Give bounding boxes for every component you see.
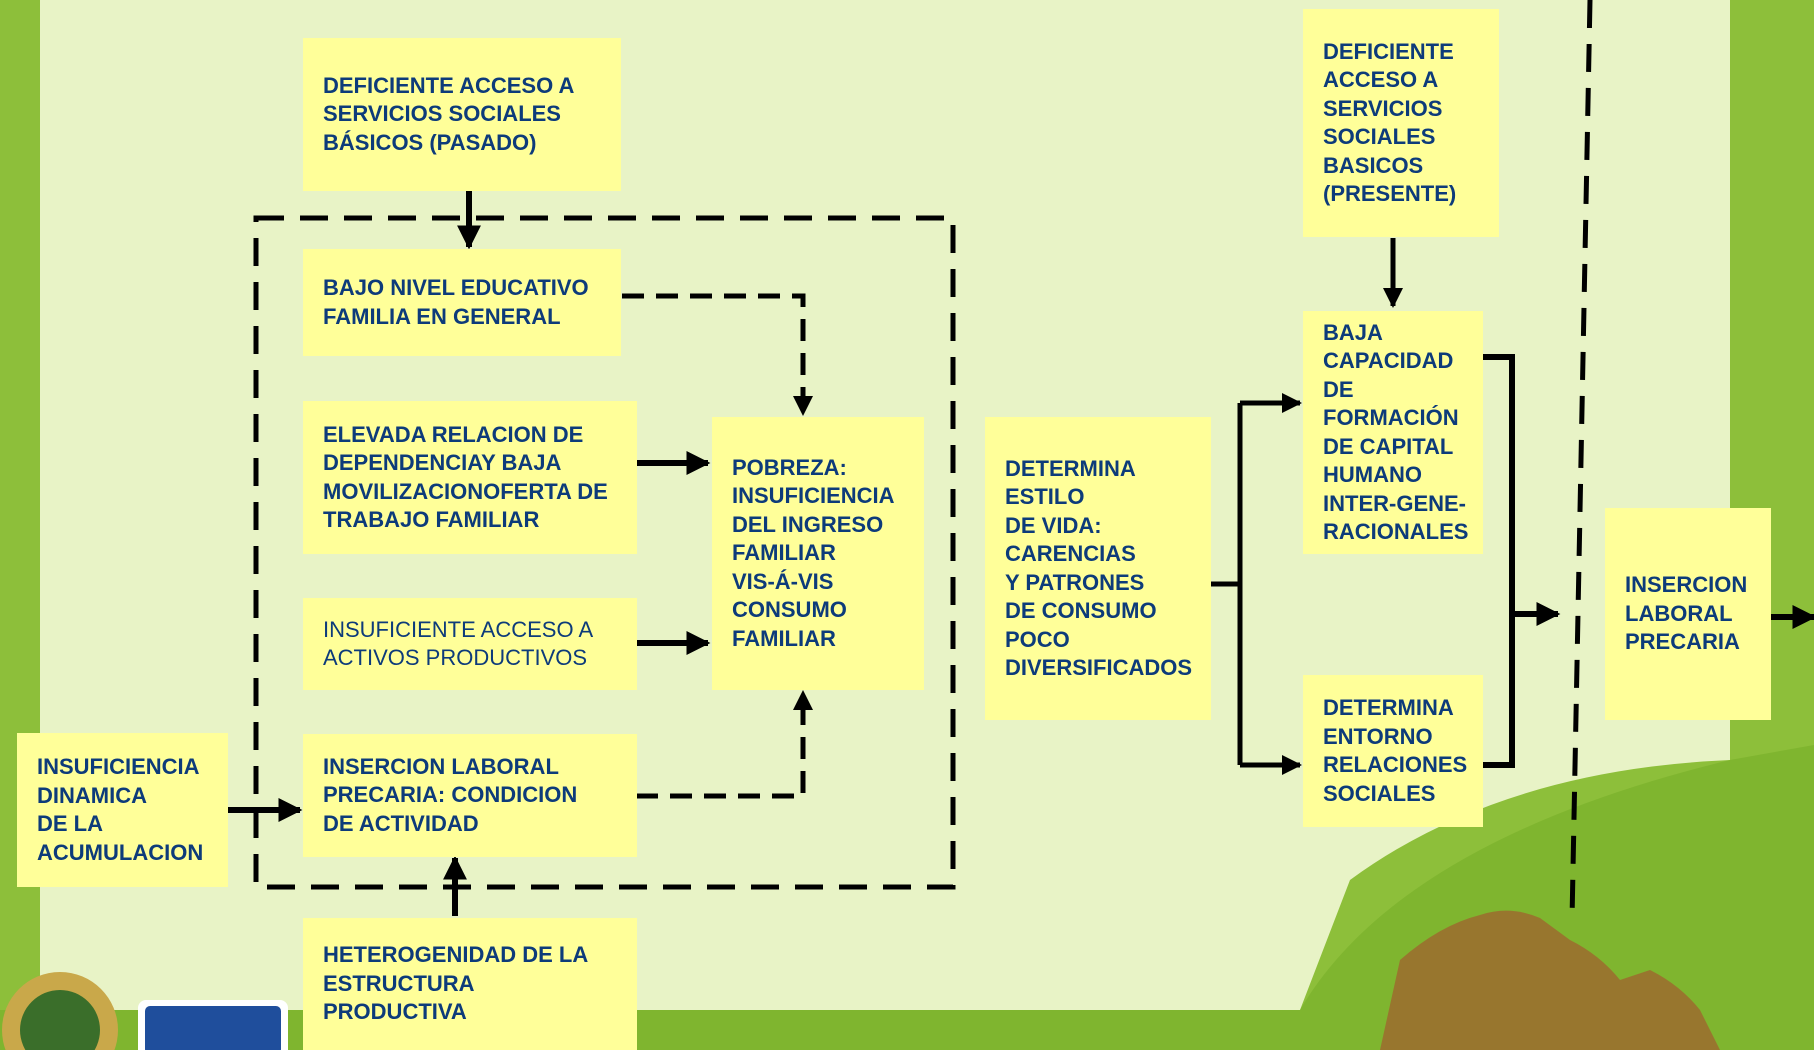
box-insercion-laboral-precaria: INSERCION LABORAL PRECARIA — [1605, 508, 1771, 720]
box-pobreza: POBREZA: INSUFICIENCIA DEL INGRESO FAMIL… — [712, 417, 924, 690]
box-deficiente-acceso-presente: DEFICIENTE ACCESO A SERVICIOS SOCIALES B… — [1303, 9, 1499, 237]
arrow-insercion-to-pobreza — [636, 690, 813, 799]
box-insuficiencia-dinamica: INSUFICIENCIA DINAMICA DE LA ACUMULACION — [17, 733, 228, 887]
box-baja-capacidad-formacion: BAJA CAPACIDAD DE FORMACIÓN DE CAPITAL H… — [1303, 311, 1483, 554]
box-deficiente-acceso-pasado: DEFICIENTE ACCESO A SERVICIOS SOCIALES B… — [303, 38, 621, 191]
box-determina-estilo-vida: DETERMINA ESTILO DE VIDA: CARENCIAS Y PA… — [985, 417, 1211, 720]
arrow-bajo-nivel-to-pobreza — [622, 293, 813, 416]
box-insuficiente-acceso-activos: INSUFICIENTE ACCESO A ACTIVOS PRODUCTIVO… — [303, 598, 637, 690]
box-bajo-nivel-educativo: BAJO NIVEL EDUCATIVO FAMILIA EN GENERAL — [303, 249, 621, 356]
box-insercion-laboral-condicion: INSERCION LABORAL PRECARIA: CONDICION DE… — [303, 734, 637, 857]
box-elevada-relacion-dependencia: ELEVADA RELACION DE DEPENDENCIAY BAJA MO… — [303, 401, 637, 554]
box-determina-entorno: DETERMINA ENTORNO RELACIONES SOCIALES — [1303, 675, 1483, 827]
map-image — [1380, 910, 1720, 1050]
logo-emblem — [2, 972, 118, 1050]
logo-cepal — [138, 1000, 288, 1050]
background-hill — [0, 745, 1814, 1050]
dashed-vertical-divider — [1569, 0, 1593, 921]
bracket-capacidad-entorno — [1483, 354, 1515, 768]
box-heterogenidad-estructura: HETEROGENIDAD DE LA ESTRUCTURA PRODUCTIV… — [303, 918, 637, 1050]
dashed-group-frame — [253, 215, 956, 890]
